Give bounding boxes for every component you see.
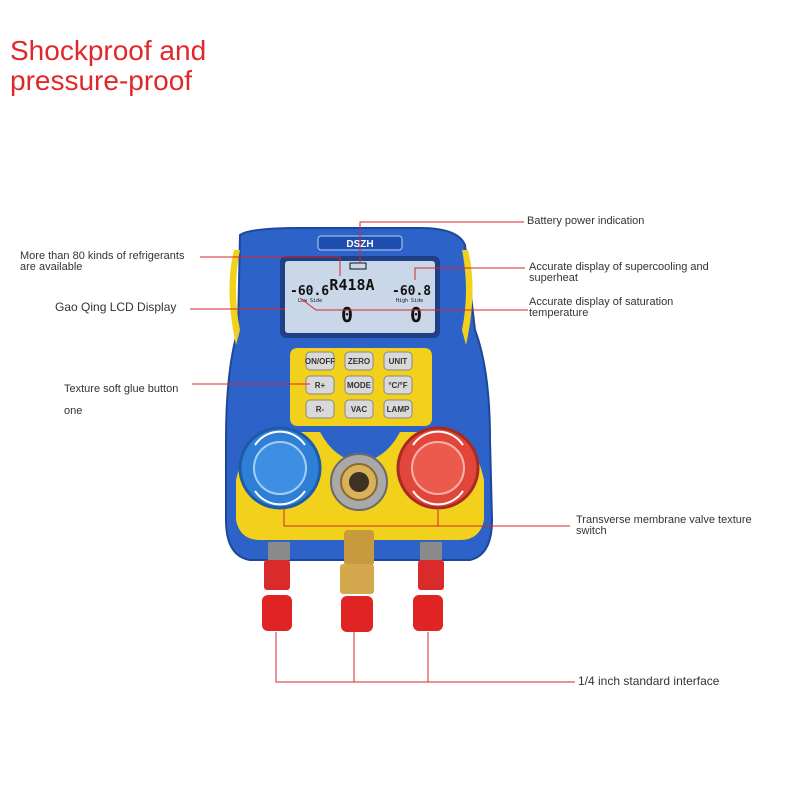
callout-lines	[190, 221, 575, 683]
callout-interface: 1/4 inch standard interface	[578, 674, 720, 688]
line-supercooling	[414, 267, 525, 280]
lcd-left-pressure: 0	[341, 303, 353, 327]
headline: Shockproof and pressure-proof	[10, 36, 206, 96]
right-grip	[462, 250, 473, 345]
left-grip	[229, 250, 240, 345]
left-port	[262, 542, 292, 631]
svg-text:UNIT: UNIT	[389, 357, 408, 366]
line-saturation	[299, 297, 528, 311]
button-unit: UNIT	[383, 351, 413, 371]
lcd-refrigerant: R418A	[329, 276, 374, 294]
lcd-right-pressure: 0	[410, 303, 422, 327]
center-port	[340, 530, 374, 632]
right-port	[413, 542, 444, 631]
battery-icon	[349, 262, 367, 270]
svg-text:ON/OFF: ON/OFF	[305, 357, 335, 366]
callout-button: Texture soft glue button one	[64, 378, 178, 422]
line-valve	[283, 508, 570, 527]
line-battery	[359, 221, 524, 263]
button-zero: ZERO	[344, 351, 374, 371]
svg-text:R+: R+	[315, 381, 326, 390]
button-vac: VAC	[344, 399, 374, 419]
line-refrigerants	[200, 256, 341, 276]
callout-battery: Battery power indication	[527, 215, 645, 227]
callout-refrigerants-line-2: are available	[20, 261, 83, 273]
svg-text:ZERO: ZERO	[348, 357, 370, 366]
lcd-left-label: Low Side	[298, 298, 322, 304]
callout-refrigerants-line-1: More than 80 kinds of refrigerants	[20, 250, 185, 262]
callout-saturation: Accurate display of saturation temperatu…	[529, 297, 673, 319]
high-side-knob	[396, 426, 480, 510]
callout-valve-line-1: Transverse membrane valve texture	[576, 514, 752, 526]
line-interface	[275, 632, 575, 683]
callout-lcd: Gao Qing LCD Display	[55, 300, 177, 314]
svg-text:VAC: VAC	[351, 405, 368, 414]
callout-supercooling-line-1: Accurate display of supercooling and	[529, 261, 709, 273]
callout-valve: Transverse membrane valve texture switch	[576, 515, 752, 537]
callout-button-line-1: Texture soft glue button	[64, 383, 179, 395]
callout-saturation-line-2: temperature	[529, 307, 589, 319]
callout-button-line-2: one	[64, 405, 83, 417]
svg-text:°C/°F: °C/°F	[388, 381, 407, 390]
button-on-off: ON/OFF	[305, 351, 335, 371]
callout-saturation-line-1: Accurate display of saturation	[529, 296, 674, 308]
callout-supercooling: Accurate display of supercooling and sup…	[529, 262, 709, 284]
callout-supercooling-line-2: superheat	[529, 272, 578, 284]
button-lamp: LAMP	[383, 399, 413, 419]
svg-text:MODE: MODE	[347, 381, 372, 390]
lcd-right-temp: -60.8	[392, 284, 431, 299]
button-c-f: °C/°F	[383, 375, 413, 395]
lcd-right-label: High Side	[396, 298, 423, 304]
button-r-plus: R+	[305, 375, 335, 395]
keypad-buttons: ON/OFF ZERO UNIT R+ MODE °C/°F R- VAC LA…	[305, 351, 413, 419]
callout-refrigerants: More than 80 kinds of refrigerants are a…	[20, 251, 184, 273]
callout-valve-line-2: switch	[576, 525, 607, 537]
svg-text:R-: R-	[316, 405, 325, 414]
headline-line-2: pressure-proof	[10, 65, 193, 96]
button-mode: MODE	[344, 375, 374, 395]
lcd-left-temp: -60.6	[290, 284, 329, 299]
sight-glass	[330, 453, 388, 511]
lcd-screen	[285, 261, 435, 333]
button-r-minus: R-	[305, 399, 335, 419]
headline-line-1: Shockproof and	[10, 35, 207, 66]
low-side-knob	[238, 426, 322, 510]
svg-text:LAMP: LAMP	[387, 405, 410, 414]
